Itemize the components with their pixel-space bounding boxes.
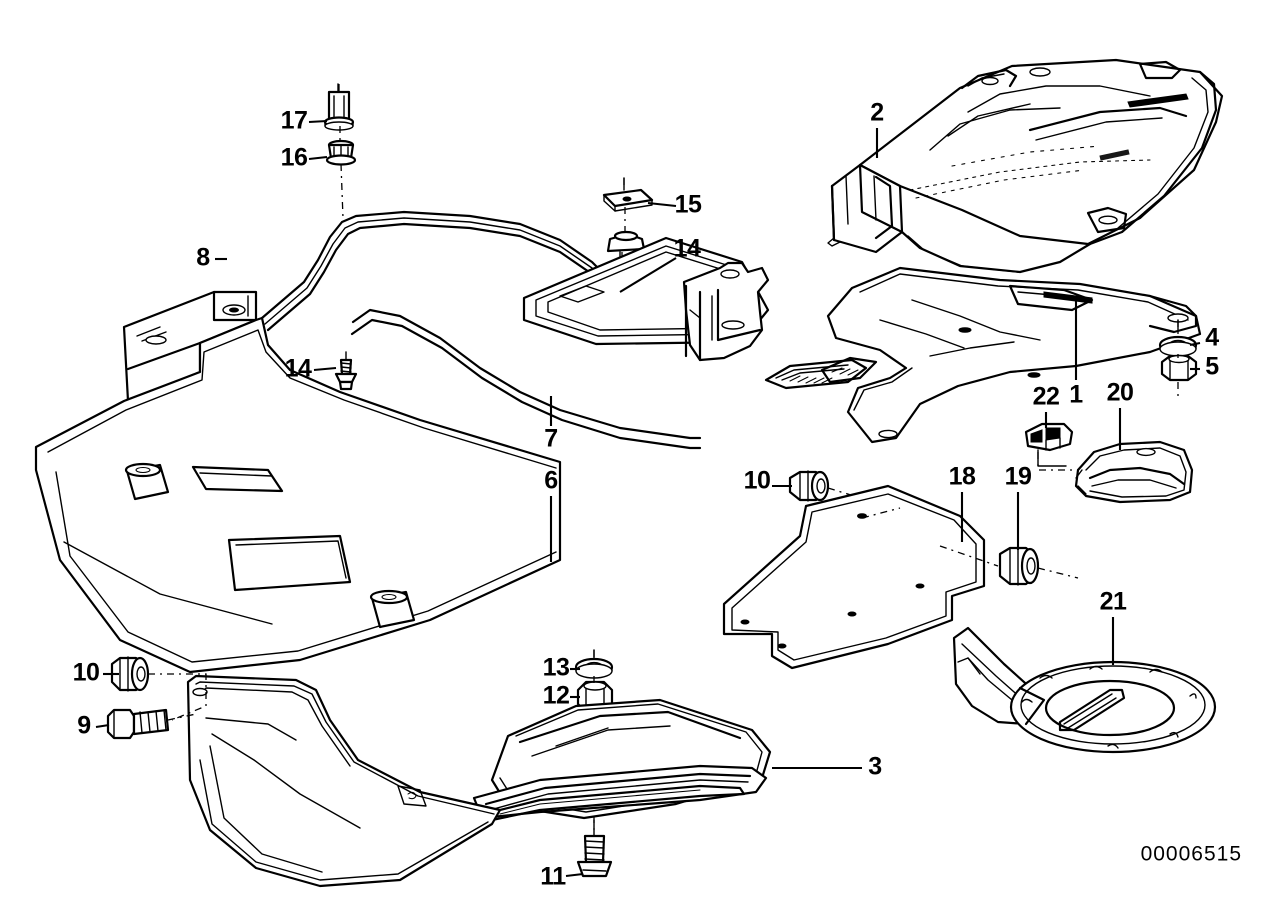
callout-label-21: 22 xyxy=(1033,383,1060,411)
callout-label-7: 7 xyxy=(544,425,557,453)
assembly-axis-9-10 xyxy=(148,673,207,721)
leader-16 xyxy=(308,155,328,161)
leader-17 xyxy=(308,119,328,124)
part-9-hex-head-screw xyxy=(106,708,170,740)
leader-15 xyxy=(647,201,677,208)
callout-label-20: 20 xyxy=(1107,379,1134,407)
part-19-grommet xyxy=(998,546,1040,586)
callout-label-17: 17 xyxy=(281,107,308,135)
assembly-axis-19-18 xyxy=(939,545,1079,579)
callout-label-2: 2 xyxy=(870,99,883,127)
part-1-center-underbody-shield xyxy=(820,266,1202,444)
callout-label-10-upper: 10 xyxy=(744,467,771,495)
part-17-spacer-sleeve xyxy=(323,83,355,131)
callout-label-14-center: 14 xyxy=(674,235,701,263)
part-10-grommet-upper xyxy=(788,470,830,502)
diagram-id: 00006515 xyxy=(1141,843,1242,866)
leader-14-center xyxy=(619,257,677,293)
callout-label-12: 12 xyxy=(543,682,570,710)
part-2-channel-heat-shield xyxy=(827,58,1224,274)
callout-label-14-left: 14 xyxy=(285,355,312,383)
callout-label-10-lower: 10 xyxy=(73,659,100,687)
part-20-curved-deflector xyxy=(1074,440,1194,504)
part-15-square-washer-plate xyxy=(602,177,654,212)
callout-label-6: 6 xyxy=(544,467,557,495)
part-10-grommet-lower xyxy=(110,656,150,692)
callout-label-18: 18 xyxy=(949,463,976,491)
part-6-front-underbody-shield xyxy=(34,290,562,674)
callout-label-9: 9 xyxy=(77,712,90,740)
callout-label-8: 8 xyxy=(196,244,210,272)
part-18-flat-bracket-plate xyxy=(722,484,986,670)
part-16-rubber-bushing xyxy=(325,139,357,166)
callout-label-11: 11 xyxy=(540,863,566,891)
callout-label-1: 1 xyxy=(1069,381,1083,409)
callout-leaders xyxy=(95,119,1201,878)
leader-11 xyxy=(565,872,584,878)
leader-4 xyxy=(1189,341,1201,347)
callout-label-19: 19 xyxy=(1005,463,1032,491)
leader-14-left xyxy=(313,366,337,372)
callout-label-13: 13 xyxy=(543,654,570,682)
callout-numbers: 17 16 8 14 15 14 2 4 5 22 1 20 7 6 10 18… xyxy=(73,99,1220,891)
part-21-retaining-clip xyxy=(1024,422,1078,471)
callout-label-15: 15 xyxy=(675,191,702,219)
assembly-axis-17-16 xyxy=(338,84,344,219)
callout-label-22b: 21 xyxy=(1100,588,1127,616)
callout-label-4: 4 xyxy=(1205,324,1219,352)
part-13-washer xyxy=(574,649,614,679)
part-22-round-disc-heat-shield xyxy=(952,626,1217,754)
part-3-rear-floor-heat-shield xyxy=(186,674,772,888)
part-5-hex-nut xyxy=(1160,354,1198,382)
part-11-screw xyxy=(576,819,613,878)
callout-label-5: 5 xyxy=(1205,353,1219,381)
leader-9 xyxy=(95,723,110,729)
callout-label-3: 3 xyxy=(868,753,881,781)
part-14-screw-left xyxy=(334,351,358,391)
callout-label-16: 16 xyxy=(281,144,308,172)
center-raised-bracket xyxy=(682,261,770,362)
